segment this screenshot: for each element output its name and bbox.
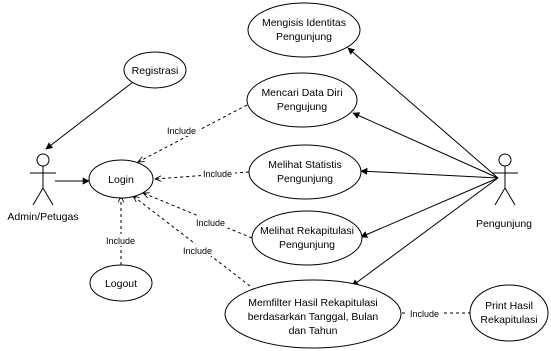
- use-case-login[interactable]: Login: [88, 159, 154, 199]
- include-labels: Include Include Include Include Include …: [104, 124, 442, 319]
- assoc-pengunjung-statistis: [360, 167, 499, 179]
- use-case-label: Print Hasil: [485, 300, 533, 312]
- assoc-pengunjung-mencari: [352, 112, 499, 179]
- use-case-label: Pengujung: [277, 101, 327, 113]
- use-case-label: dan Tahun: [289, 325, 338, 337]
- use-case-logout[interactable]: Logout: [89, 264, 153, 302]
- use-case-label: Mencari Data Diri: [261, 87, 342, 99]
- associations: [45, 47, 499, 287]
- use-case-label: Logout: [105, 278, 137, 290]
- include-memfilter-login: [133, 196, 251, 287]
- use-case-label: berdasarkan Tanggal, Bulan: [248, 311, 379, 323]
- assoc-pengunjung-memfilter: [351, 177, 499, 287]
- actor-label: Admin/Petugas: [7, 211, 78, 223]
- use-case-label: Rekapitulasi: [480, 314, 537, 326]
- use-case-print-hasil[interactable]: Print Hasil Rekapitulasi: [469, 284, 549, 342]
- include-statistis-login: [155, 171, 250, 179]
- actor-label: Pengunjung: [476, 218, 532, 230]
- use-case-melihat-statistis[interactable]: Melihat Statistis Pengunjung: [248, 144, 362, 200]
- use-case-label: Registrasi: [132, 65, 179, 77]
- use-case-label: Login: [108, 174, 134, 186]
- use-case-memfilter[interactable]: Memfilter Hasil Rekapitulasi berdasarkan…: [224, 279, 402, 349]
- use-case-label: Pengunjung: [276, 31, 332, 43]
- use-case-label: Melihat Statistis: [268, 159, 342, 171]
- include-label: Include: [196, 218, 225, 228]
- include-label: Include: [410, 309, 439, 319]
- assoc-registrasi-admin: [45, 81, 134, 150]
- include-label: Include: [203, 169, 232, 179]
- use-case-label: Melihat Rekapitulasi: [260, 225, 354, 237]
- actor-admin-petugas[interactable]: Admin/Petugas: [7, 153, 79, 223]
- include-rekapitulasi-login: [143, 193, 253, 239]
- assoc-pengunjung-rekapitulasi: [360, 177, 499, 238]
- include-label: Include: [183, 246, 212, 256]
- include-label: Include: [167, 126, 196, 136]
- actor-head: [498, 153, 512, 167]
- use-case-label: Memfilter Hasil Rekapitulasi: [248, 297, 378, 309]
- actor-pengunjung[interactable]: Pengunjung: [476, 153, 532, 230]
- include-label: Include: [106, 236, 135, 246]
- use-case-label: Mengisis Identitas: [262, 17, 346, 29]
- use-case-label: Pengunjung: [279, 239, 335, 251]
- assoc-pengunjung-mengisis: [347, 47, 499, 179]
- actor-head: [36, 153, 50, 167]
- use-case-melihat-rekapitulasi[interactable]: Melihat Rekapitulasi Pengunjung: [251, 210, 363, 266]
- use-case-label: Pengunjung: [277, 173, 333, 185]
- use-case-mengisis-identitas[interactable]: Mengisis Identitas Pengunjung: [247, 2, 361, 58]
- use-case-mencari-data[interactable]: Mencari Data Diri Pengujung: [246, 72, 358, 128]
- use-case-registrasi[interactable]: Registrasi: [123, 51, 187, 89]
